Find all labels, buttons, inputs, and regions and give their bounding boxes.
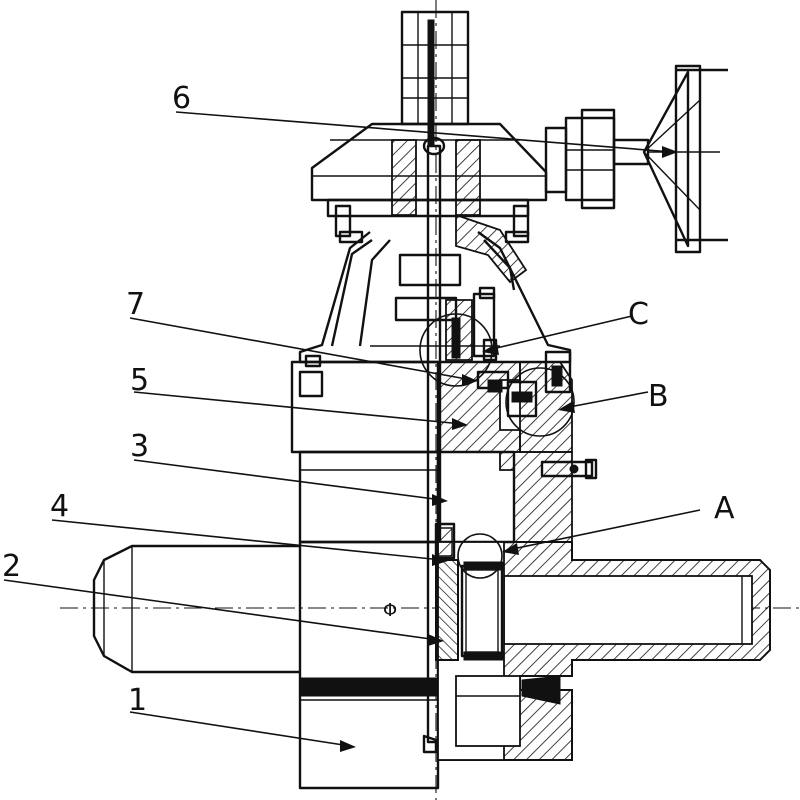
- yoke: [298, 213, 572, 364]
- callout-3: 3: [130, 429, 149, 464]
- callout-4: 4: [50, 489, 69, 524]
- callout-c: C: [628, 297, 649, 332]
- stem-top: [400, 10, 470, 147]
- callout-6: 6: [172, 81, 191, 116]
- diameter-symbol: Φ: [383, 600, 397, 621]
- callout-5: 5: [130, 363, 149, 398]
- bonnet-flange: [290, 350, 575, 454]
- callout-a: A: [714, 491, 735, 526]
- callout-1: 1: [128, 683, 147, 718]
- body-left-exterior: [92, 540, 440, 790]
- detail-circle-a: [457, 533, 503, 579]
- callout-b: B: [648, 379, 669, 414]
- callout-leaders: [3, 111, 701, 752]
- body-right-section: [422, 522, 771, 761]
- callout-labels: 6 7 5 3 4 2 1 C B A: [2, 81, 735, 718]
- handwheel: [612, 64, 728, 254]
- callout-2: 2: [2, 549, 21, 584]
- callout-7: 7: [126, 287, 145, 322]
- detail-circle-b: [505, 367, 575, 437]
- gearbox-housing: [310, 108, 616, 218]
